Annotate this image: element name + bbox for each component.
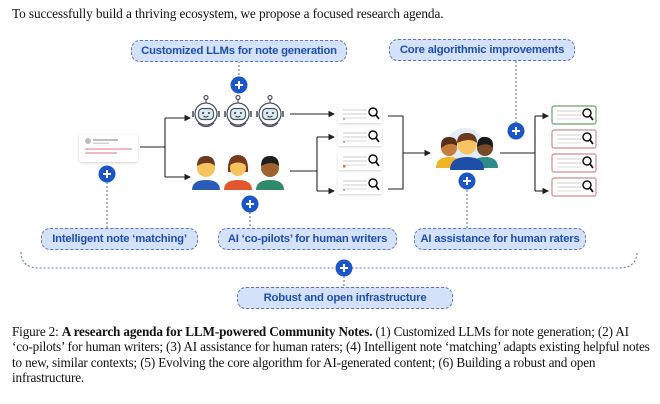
label-infrastructure: Robust and open infrastructure — [237, 287, 453, 309]
person-icon — [192, 156, 220, 190]
not-helpful-note-border — [551, 129, 597, 149]
plus-circle-icon[interactable] — [97, 164, 117, 184]
label-copilots: AI ‘co-pilots’ for human writers — [218, 228, 397, 250]
note-card-search-icon — [337, 104, 383, 124]
caption-prefix: Figure 2: — [12, 324, 62, 339]
draft-notes — [337, 104, 383, 195]
plus-circle-icon[interactable] — [229, 75, 249, 95]
caption-body: (1) Customized LLMs for note generation;… — [12, 324, 650, 386]
caption-title: A research agenda for LLM-powered Commun… — [61, 324, 373, 339]
not-helpful-note-border — [551, 177, 597, 197]
social-post-content — [85, 138, 132, 154]
note-card-search-icon — [337, 127, 383, 147]
person-icon — [224, 155, 252, 190]
helpful-note-border — [551, 105, 597, 125]
plus-circle-icon[interactable] — [240, 194, 260, 214]
note-card-search-icon — [551, 129, 597, 149]
writer-group — [192, 155, 284, 190]
intro-text: To successfully build a thriving ecosyst… — [12, 6, 444, 21]
note-card-search-icon — [337, 175, 383, 195]
person-icon — [256, 156, 284, 190]
people-group-icon — [436, 128, 498, 170]
plus-circle-icon[interactable] — [506, 121, 526, 141]
not-helpful-note-border — [551, 153, 597, 173]
plus-circle-icon[interactable] — [334, 258, 354, 278]
rated-notes — [551, 105, 597, 197]
robot-icon — [256, 94, 284, 128]
robot-group — [192, 94, 284, 128]
note-card-search-icon — [551, 177, 597, 197]
robot-icon — [192, 94, 220, 128]
plus-circle-icon[interactable] — [457, 171, 477, 191]
note-card-search-icon — [551, 105, 597, 125]
figure-caption: Figure 2: A research agenda for LLM-powe… — [12, 324, 652, 386]
label-rater-assistance: AI assistance for human raters — [414, 228, 586, 250]
label-customized-llms: Customized LLMs for note generation — [131, 40, 347, 62]
label-core-algorithm: Core algorithmic improvements — [389, 39, 575, 61]
research-agenda-diagram — [20, 61, 638, 287]
dashed-connectors — [20, 61, 638, 287]
flow-arrows — [140, 110, 550, 195]
label-note-matching: Intelligent note ‘matching’ — [41, 228, 198, 250]
note-card-search-icon — [551, 153, 597, 173]
robot-icon — [224, 94, 252, 128]
